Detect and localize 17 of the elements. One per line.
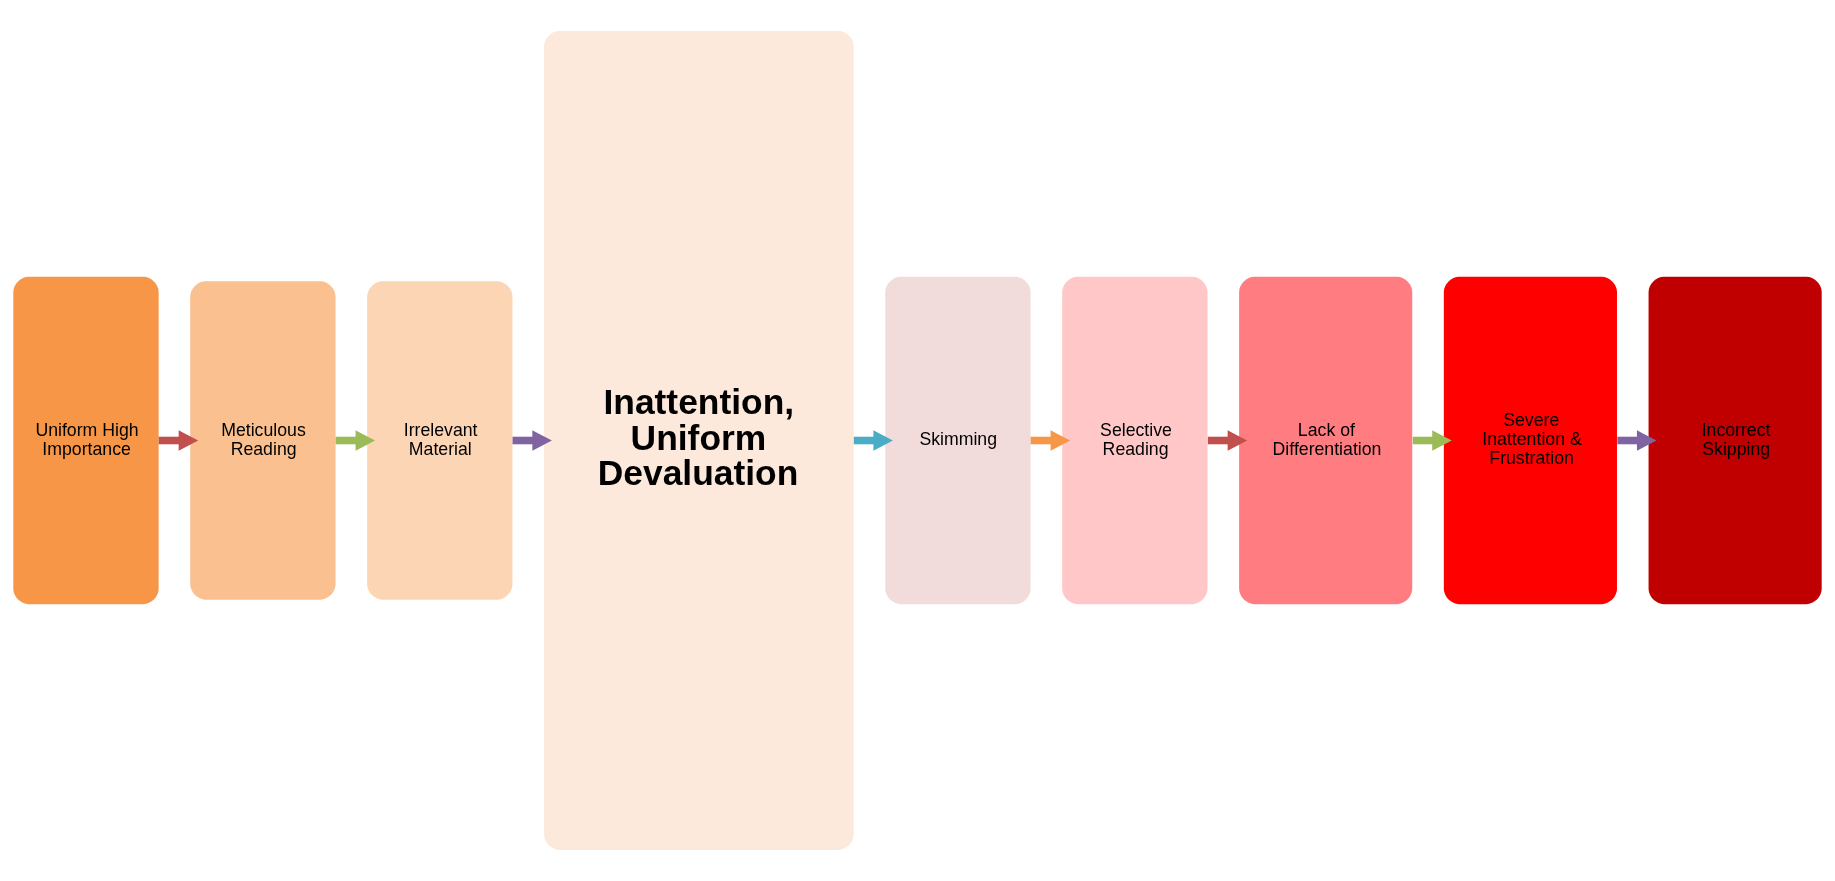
node-box: Selective Reading [1062,276,1208,605]
node-box: Inattention, Uniform Devaluation [544,31,854,850]
node-box: Irrelevant Material [367,281,513,600]
arrow [1617,430,1657,451]
node-box: Lack of Differentiation [1239,276,1413,605]
arrow [1030,430,1071,451]
arrow [1207,430,1248,451]
arrow [335,430,376,451]
arrow [158,430,199,451]
arrow [1412,430,1452,451]
node-box: Skimming [885,276,1031,605]
arrow [853,430,893,451]
node-box: Severe Inattention & Frustration [1443,276,1617,605]
node-box: Meticulous Reading [190,281,336,600]
arrow [512,430,552,451]
node-box: Incorrect Skipping [1648,276,1822,605]
node-box: Uniform High Importance [13,276,159,605]
